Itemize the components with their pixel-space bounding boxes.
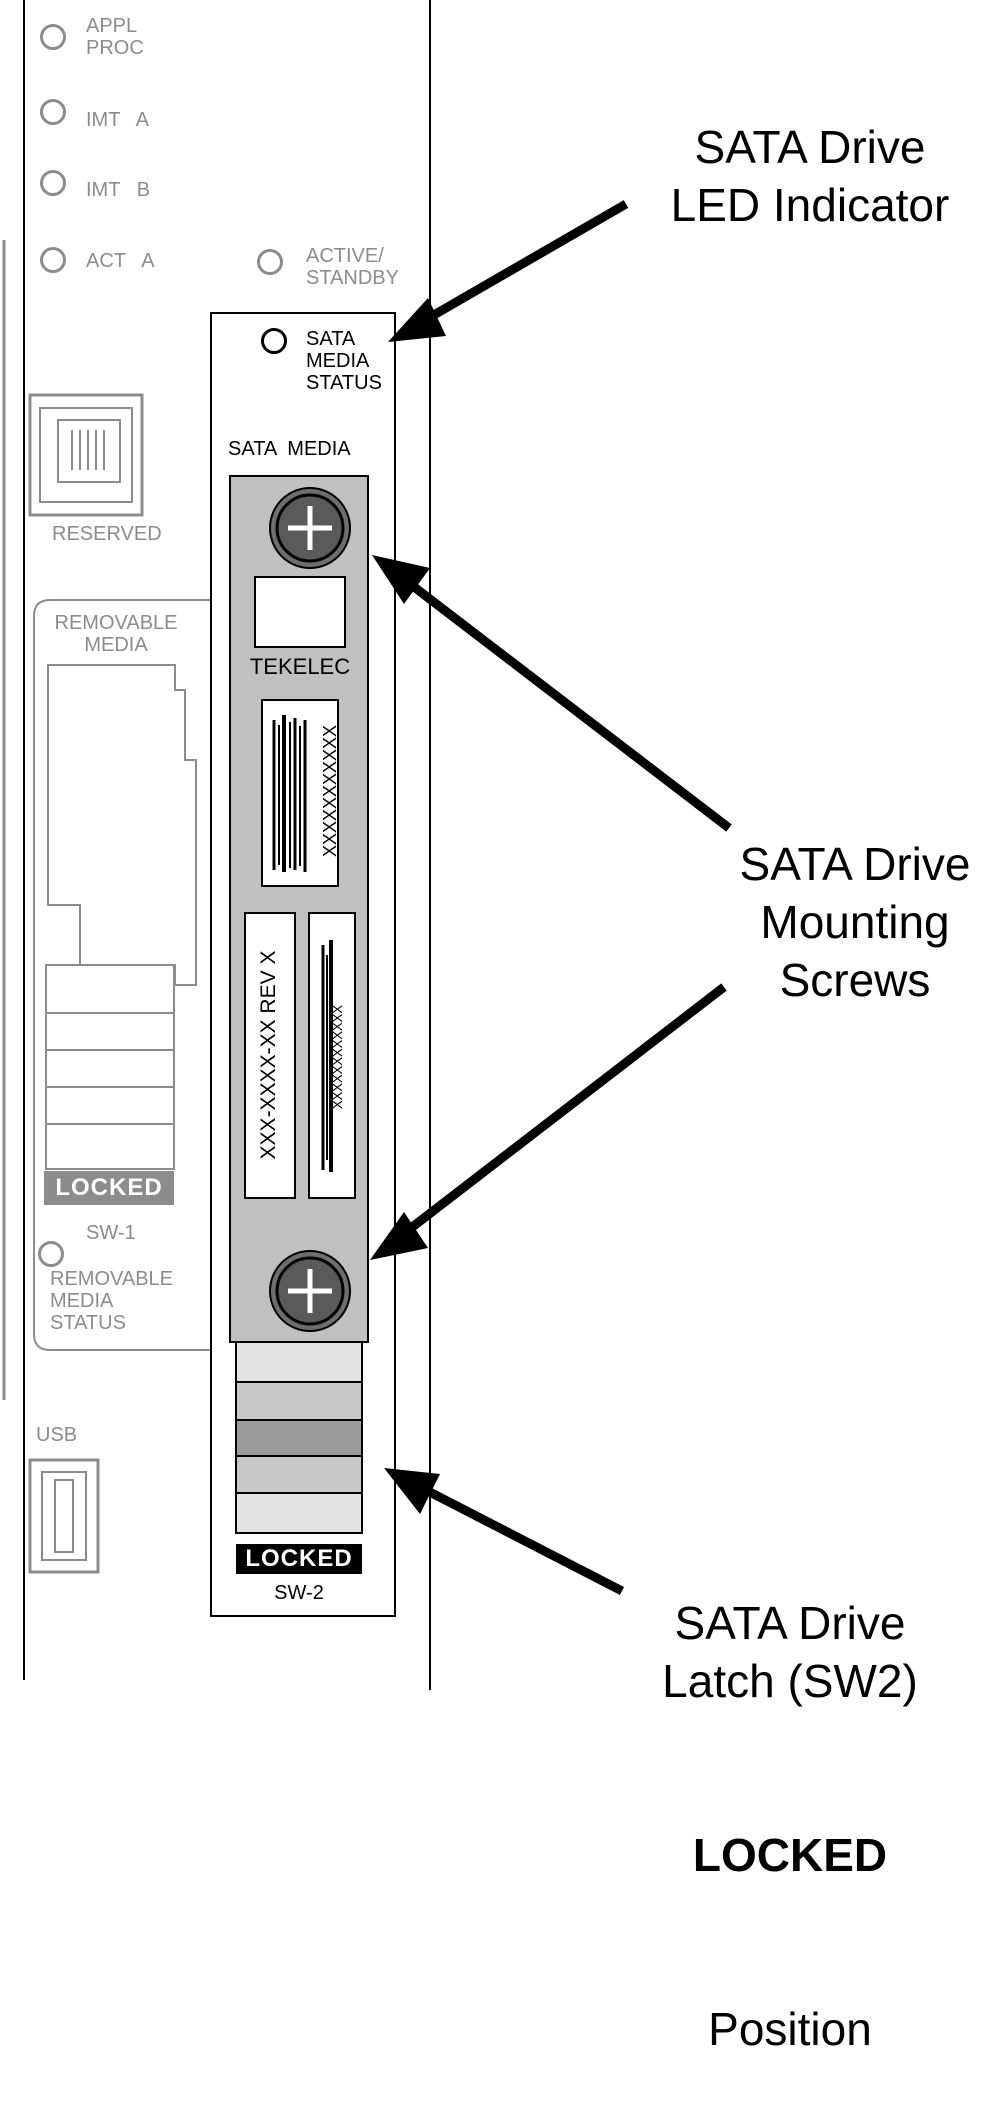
arrow-led-head (388, 298, 446, 342)
sw2-locked-badge: LOCKED (236, 1544, 362, 1574)
act-a-label: ACT A (86, 250, 155, 272)
imt-b-label: IMT B (86, 179, 151, 201)
usb-port-icon (28, 1458, 100, 1574)
sw2-latch (235, 1341, 363, 1534)
callout-latch-locked: LOCKED (692, 1829, 888, 1881)
callout-latch-position: Position (708, 2003, 872, 2055)
sw1-label: SW-1 (86, 1222, 136, 1244)
mounting-screw-bottom-icon (269, 1250, 351, 1332)
small-barcode-number-text: XXXXXXXXXXXX (330, 1004, 345, 1110)
reserved-port-icon (28, 393, 144, 517)
sw2-label: SW-2 (274, 1582, 324, 1604)
sata-media-status-label: SATA MEDIA STATUS (306, 328, 382, 394)
sata-media-status-led (261, 328, 287, 354)
arrow-latch-head (384, 1468, 440, 1514)
reserved-label: RESERVED (52, 523, 162, 545)
arrows (370, 200, 732, 1596)
act-a-led (40, 247, 66, 273)
active-standby-led (257, 249, 283, 275)
imt-b-led (40, 170, 66, 196)
sw1-locked-badge: LOCKED (44, 1171, 174, 1205)
removable-media-status-led (38, 1241, 64, 1267)
small-barcode-bars (321, 940, 333, 1172)
active-standby-label: ACTIVE/ STANDBY (306, 245, 399, 289)
imt-a-led (40, 99, 66, 125)
removable-media-bracket (33, 599, 210, 1351)
appl-proc-led (40, 24, 66, 50)
removable-media-label: REMOVABLE MEDIA (54, 612, 178, 656)
arrow-screw-top-head (372, 555, 430, 604)
tekelec-label: TEKELEC (249, 654, 351, 679)
removable-media-card (47, 664, 197, 986)
callout-mounting-screws: SATA Drive Mounting Screws (739, 838, 971, 1006)
usb-label: USB (36, 1424, 78, 1446)
barcode-bars (272, 715, 307, 872)
removable-media-status-label: REMOVABLE MEDIA STATUS (50, 1268, 173, 1334)
diagram-graphics (2, 0, 732, 1690)
part-number-text: XXX-XXXX-XX REV X (257, 950, 280, 1160)
callout-latch-text: SATA Drive Latch (SW2) (662, 1597, 918, 1707)
mounting-screw-top-icon (269, 487, 351, 569)
callout-latch: SATA Drive Latch (SW2) LOCKED Position (630, 1478, 950, 2116)
arrow-screw-bottom-head (370, 1212, 428, 1260)
appl-proc-label: APPL PROC (86, 15, 144, 59)
sw1-latch (45, 964, 175, 1170)
part-number-label (244, 912, 296, 1199)
tekelec-label-box (254, 576, 346, 648)
barcode-number-text: XXXXXXXXXXX (320, 724, 340, 858)
callout-led-indicator: SATA Drive LED Indicator (670, 121, 950, 231)
imt-a-label: IMT A (86, 109, 149, 131)
sata-media-label: SATA MEDIA (228, 438, 351, 460)
